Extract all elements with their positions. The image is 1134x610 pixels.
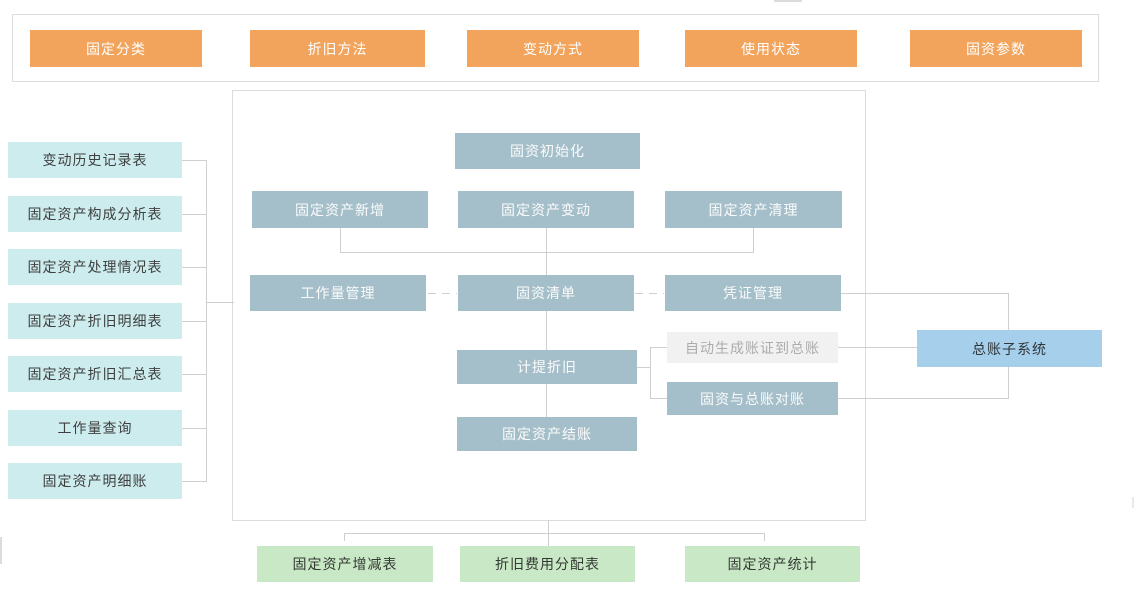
connector-change-down — [546, 228, 547, 252]
connector-left-stub-3 — [182, 267, 207, 268]
edge-artifact-right — [1132, 497, 1134, 508]
report-disposal-status[interactable]: 固定资产处理情况表 — [8, 249, 182, 285]
connector-left-trunk — [206, 160, 207, 482]
connector-left-stub-2 — [182, 214, 207, 215]
connector-voucher-down-gl — [1008, 293, 1009, 330]
report-workload-query[interactable]: 工作量查询 — [8, 410, 182, 446]
connector-bracket-bottom — [650, 398, 667, 399]
connector-voucher-right — [841, 293, 1009, 294]
param-usage-status[interactable]: 使用状态 — [685, 30, 857, 67]
param-fa-parameters[interactable]: 固资参数 — [910, 30, 1082, 67]
report-fa-statistics[interactable]: 固定资产统计 — [685, 546, 860, 582]
connector-panel-bottom-down — [548, 520, 549, 533]
param-fixed-classification[interactable]: 固定分类 — [30, 30, 202, 67]
connector-workload-falist — [428, 293, 457, 294]
connector-falist-voucher — [635, 293, 664, 294]
node-depreciation-accrual[interactable]: 计提折旧 — [457, 350, 637, 384]
connector-row2-horizontal — [340, 252, 754, 253]
node-fa-addition[interactable]: 固定资产新增 — [252, 191, 428, 228]
report-fa-subledger[interactable]: 固定资产明细账 — [8, 463, 182, 499]
connector-bottom-stub-1 — [344, 533, 345, 541]
node-fa-initialization[interactable]: 固资初始化 — [455, 133, 640, 169]
report-composition-analysis[interactable]: 固定资产构成分析表 — [8, 196, 182, 232]
node-fa-list[interactable]: 固资清单 — [458, 275, 634, 311]
connector-left-stub-1 — [182, 160, 207, 161]
connector-bracket-top — [650, 347, 667, 348]
connector-left-stub-4 — [182, 321, 207, 322]
connector-to-fa-list — [546, 252, 547, 276]
node-auto-voucher-to-gl[interactable]: 自动生成账证到总账 — [667, 332, 838, 363]
connector-disposal-down — [753, 228, 754, 252]
connector-left-stub-5 — [182, 374, 207, 375]
connector-left-entry — [206, 302, 234, 303]
connector-reconciliation-right — [838, 398, 1009, 399]
connector-reconciliation-up-gl — [1008, 367, 1009, 399]
connector-autovoucher-gl — [838, 347, 917, 348]
report-depreciation-allocation[interactable]: 折旧费用分配表 — [460, 546, 635, 582]
connector-depreciation-closing — [546, 384, 547, 417]
report-depreciation-summary[interactable]: 固定资产折旧汇总表 — [8, 356, 182, 392]
connector-falist-depreciation — [546, 311, 547, 350]
edge-artifact-left — [0, 537, 2, 564]
connector-bottom-horizontal — [344, 533, 765, 534]
param-change-mode[interactable]: 变动方式 — [467, 30, 639, 67]
node-voucher-management[interactable]: 凭证管理 — [665, 275, 841, 311]
node-fa-gl-reconciliation[interactable]: 固资与总账对账 — [667, 382, 838, 415]
connector-left-stub-6 — [182, 428, 207, 429]
node-gl-subsystem[interactable]: 总账子系统 — [917, 330, 1102, 367]
report-fa-increase-decrease[interactable]: 固定资产增减表 — [257, 546, 433, 582]
node-workload-management[interactable]: 工作量管理 — [250, 275, 426, 311]
connector-addition-down — [340, 228, 341, 252]
param-depreciation-method[interactable]: 折旧方法 — [250, 30, 425, 67]
edge-artifact-top — [774, 0, 802, 2]
connector-bottom-stub-2 — [548, 533, 549, 546]
node-fa-closing[interactable]: 固定资产结账 — [457, 417, 637, 451]
connector-left-stub-7 — [182, 481, 207, 482]
connector-bottom-stub-3 — [764, 533, 765, 541]
report-depreciation-detail[interactable]: 固定资产折旧明细表 — [8, 303, 182, 339]
report-change-history[interactable]: 变动历史记录表 — [8, 142, 182, 178]
node-fa-disposal[interactable]: 固定资产清理 — [665, 191, 842, 228]
node-fa-change[interactable]: 固定资产变动 — [458, 191, 634, 228]
connector-bracket-vertical — [650, 347, 651, 399]
connector-depreciation-right — [637, 367, 651, 368]
